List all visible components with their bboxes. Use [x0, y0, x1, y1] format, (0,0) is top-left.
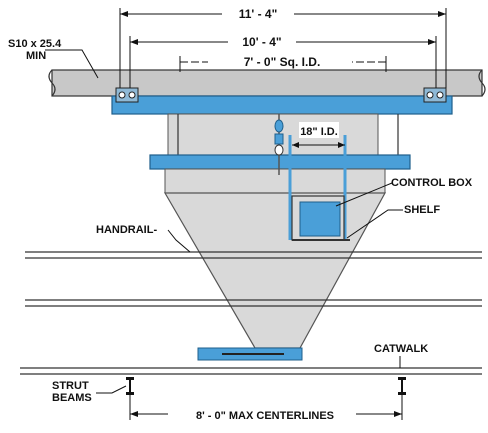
strut-label-line1: STRUT	[52, 380, 89, 392]
dim-outlet-id: 18" I.D.	[300, 126, 338, 138]
shelf-label: SHELF	[404, 204, 440, 216]
beam-spec-line2: MIN	[26, 50, 46, 62]
control-box	[299, 201, 341, 237]
beam-clamp-right	[423, 87, 447, 103]
top-support-frame	[111, 95, 453, 115]
load-cell-icon	[274, 114, 284, 175]
strut-beam-right	[398, 377, 406, 395]
dim-catwalk-centerlines: 8' - 0" MAX CENTERLINES	[196, 410, 334, 422]
handrail-leader	[167, 229, 191, 253]
control-box-leader	[335, 182, 393, 207]
dim-hopper-id: 7' - 0" Sq. I.D.	[244, 55, 321, 69]
dim-beam-centers: 10' - 4"	[242, 35, 281, 49]
handrail	[25, 251, 482, 307]
hopper-cone	[163, 192, 387, 349]
beam-spec-line1: S10 x 25.4	[8, 38, 62, 50]
beam-clamp-left	[115, 87, 139, 103]
control-box-label: CONTROL BOX	[391, 177, 473, 189]
mid-support-frame	[149, 154, 411, 170]
dim-overall-width: 11' - 4"	[239, 7, 278, 21]
strut-beam-left	[126, 377, 134, 395]
strut-label-line2: BEAMS	[52, 392, 92, 404]
handrail-label: HANDRAIL-	[96, 224, 157, 236]
shelf-leader	[346, 209, 403, 239]
catwalk-label: CATWALK	[374, 343, 428, 355]
strut-leader	[96, 385, 127, 394]
hopper-skirt	[164, 168, 386, 194]
beam-break-right	[478, 69, 486, 97]
beam-break-left	[48, 69, 56, 97]
beam-spec-leader	[45, 49, 99, 79]
